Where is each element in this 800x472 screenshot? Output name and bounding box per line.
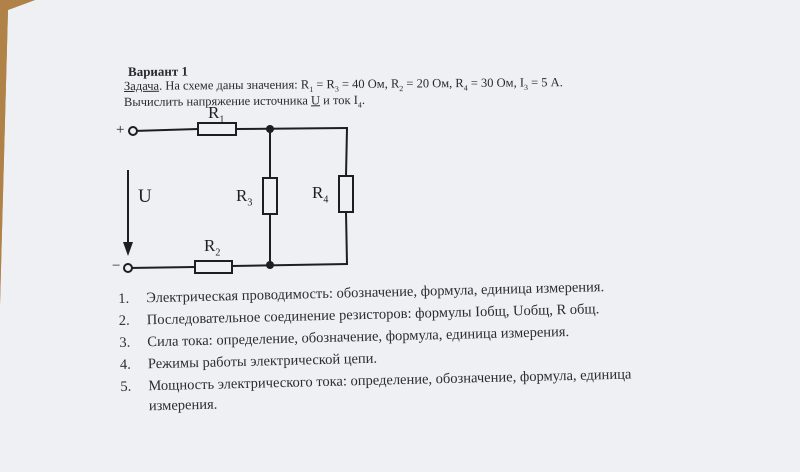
wire-bottom-left	[127, 266, 196, 269]
task-line-2: Вычислить напряжение источника U и ток I…	[124, 93, 365, 112]
label-r1: R1	[208, 103, 225, 126]
label-r3: R3	[236, 186, 253, 209]
questions-list: 1.Электрическая проводимость: обозначени…	[118, 273, 721, 414]
label-minus: −	[112, 258, 121, 274]
node-top	[266, 125, 274, 133]
resistor-r1	[197, 122, 237, 136]
wire-top-right	[235, 127, 349, 130]
label-plus: +	[116, 122, 125, 138]
terminal-minus	[123, 263, 133, 273]
wire-r4-top	[345, 127, 348, 177]
question-number: 1.	[118, 290, 130, 307]
question-number: 4.	[119, 356, 131, 373]
resistor-r3	[262, 177, 278, 215]
label-r2: R2	[204, 236, 221, 259]
circuit-diagram	[123, 122, 354, 274]
task-text: . На схеме даны значения: R1 = R3 = 40 О…	[158, 75, 563, 94]
question-number: 3.	[119, 334, 131, 351]
task-question-text: Вычислить напряжение источника U и ток I…	[123, 92, 366, 110]
node-bottom	[266, 261, 274, 269]
circuit-nodes	[266, 125, 274, 269]
question-number: 2.	[118, 312, 130, 329]
resistor-r2	[194, 260, 233, 274]
label-r4: R4	[312, 183, 329, 206]
wire-top-left	[132, 128, 199, 132]
terminal-plus	[128, 126, 138, 136]
question-number: 5.	[120, 378, 132, 395]
label-source-u: U	[138, 186, 152, 207]
voltage-arrow-head	[123, 242, 133, 256]
resistor-r4	[338, 175, 354, 213]
question-text: Режимы работы электрической цепи.	[147, 350, 378, 373]
question-text-continued: измерения.	[148, 396, 218, 415]
wire-r4-bottom	[345, 211, 348, 265]
table-edge	[0, 0, 35, 305]
wire-bottom-right	[231, 263, 349, 267]
task-label: Задача	[123, 78, 160, 93]
